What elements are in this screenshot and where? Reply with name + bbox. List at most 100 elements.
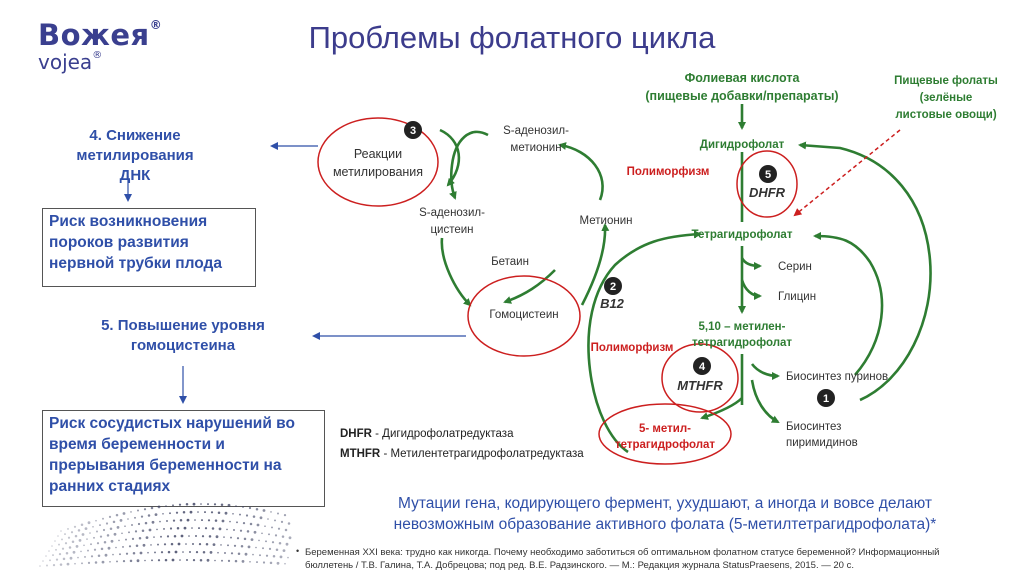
decorative-dot	[163, 543, 167, 546]
decorative-dot	[252, 553, 254, 556]
label-sah-2: цистеин	[430, 224, 473, 236]
label-methionine: Метионин	[580, 215, 633, 227]
decorative-dot	[195, 535, 197, 537]
decorative-dot	[137, 522, 141, 526]
decorative-dot	[134, 530, 138, 533]
decorative-dot	[160, 551, 164, 554]
decorative-dot	[215, 535, 219, 539]
decorative-dot	[142, 543, 146, 547]
decorative-dot	[194, 519, 196, 521]
decorative-dot	[191, 527, 193, 529]
decorative-dot	[109, 561, 111, 563]
decorative-dot	[262, 547, 264, 550]
decorative-dot	[182, 511, 186, 514]
decorative-dot	[69, 556, 73, 560]
decorative-dot	[245, 514, 249, 517]
decorative-dot	[267, 518, 269, 520]
risk-box-2-line-1: Риск сосудистых нарушений во	[49, 415, 295, 432]
mutation-note-line-2: невозможным образование активного фолата…	[393, 516, 937, 533]
decorative-dot	[242, 522, 246, 525]
decorative-dot	[83, 544, 85, 547]
folate-cycle-arrows	[587, 104, 932, 454]
decorative-dot	[239, 513, 241, 516]
decorative-dot	[180, 534, 184, 538]
decorative-dot	[224, 552, 226, 554]
decorative-dot	[265, 540, 267, 543]
decorative-dot	[288, 536, 292, 540]
label-sam-2: метионин	[510, 142, 561, 154]
decorative-dot	[242, 505, 244, 508]
decorative-dot	[229, 520, 231, 523]
number-badges: 3 5 2 4 1	[404, 121, 835, 407]
decorative-dot	[214, 559, 216, 562]
decorative-dot	[122, 560, 126, 563]
decorative-dot	[272, 555, 276, 558]
decorative-dot	[167, 550, 171, 554]
decorative-dot	[113, 532, 117, 536]
reference-line-2: бюллетень / Т.В. Галина, Т.А. Добрецова;…	[305, 560, 854, 571]
risk-box-2-line-3: прерывания беременности на	[49, 457, 282, 474]
decorative-dot	[192, 559, 196, 562]
decorative-dot	[124, 525, 126, 527]
decorative-dot	[259, 554, 261, 557]
mutation-note-line-1: Мутации гена, кодирующего фермент, ухудш…	[397, 495, 933, 512]
decorative-dot	[265, 554, 269, 557]
highlight-circles	[317, 117, 798, 465]
label-betaine: Бетаин	[491, 256, 529, 268]
decorative-dot	[127, 518, 129, 520]
decorative-dot	[236, 537, 240, 540]
decorative-dot	[165, 505, 167, 507]
decorative-dot	[74, 534, 78, 538]
decorative-dot	[67, 536, 71, 539]
label-sam-1: S-аденозил-	[503, 125, 569, 137]
decorative-dot	[77, 529, 81, 532]
decorative-dot	[147, 551, 149, 554]
decorative-dot	[280, 520, 284, 524]
decorative-dot	[130, 511, 132, 513]
decorative-dot	[198, 527, 200, 530]
decorative-dot	[233, 529, 235, 531]
decorative-dot	[150, 506, 154, 510]
decorative-dot	[192, 502, 196, 506]
decorative-dot	[89, 532, 91, 534]
decorative-dot	[287, 556, 289, 559]
decorative-dot	[207, 503, 209, 506]
decorative-dot	[239, 529, 243, 532]
decorative-dot	[55, 548, 57, 551]
decorative-dot	[93, 548, 97, 551]
decorative-dot	[220, 544, 222, 546]
risk-box-2-line-4: ранних стадиях	[49, 478, 171, 495]
decorative-dot	[116, 560, 118, 563]
decorative-dot	[250, 538, 254, 541]
decorative-dot	[183, 526, 187, 530]
decorative-dot	[253, 530, 257, 534]
decorative-dot	[210, 511, 214, 514]
risk-box-neural-tube: Риск возникновения пороков развития нерв…	[42, 208, 256, 287]
decorative-dot	[230, 536, 232, 539]
decorative-dot	[211, 527, 215, 530]
svg-text:5: 5	[765, 169, 771, 181]
decorative-dot	[202, 550, 206, 554]
decorative-dot	[148, 528, 152, 532]
decorative-dot	[166, 520, 168, 522]
decorative-dot	[172, 519, 176, 522]
label-pyrimidine-1: Биосинтез	[786, 421, 841, 433]
decorative-dot	[51, 545, 53, 547]
decorative-dot	[244, 552, 248, 556]
decorative-dot	[255, 546, 257, 549]
decorative-dot	[125, 538, 127, 541]
decorative-dot	[87, 521, 91, 525]
label-dhfr: DHFR	[749, 185, 786, 200]
decorative-dot	[175, 511, 179, 514]
decorative-dot	[232, 513, 234, 515]
decorative-dot	[143, 508, 147, 511]
decorative-dot	[96, 542, 100, 545]
svg-text:2: 2	[610, 281, 616, 293]
decorative-dot	[246, 530, 250, 533]
decorative-dot	[129, 559, 133, 563]
label-methyl-thf-1: 5- метил-	[639, 423, 691, 435]
decorative-dot	[247, 545, 251, 549]
decorative-dot	[275, 548, 279, 551]
decorative-dot	[172, 504, 174, 507]
